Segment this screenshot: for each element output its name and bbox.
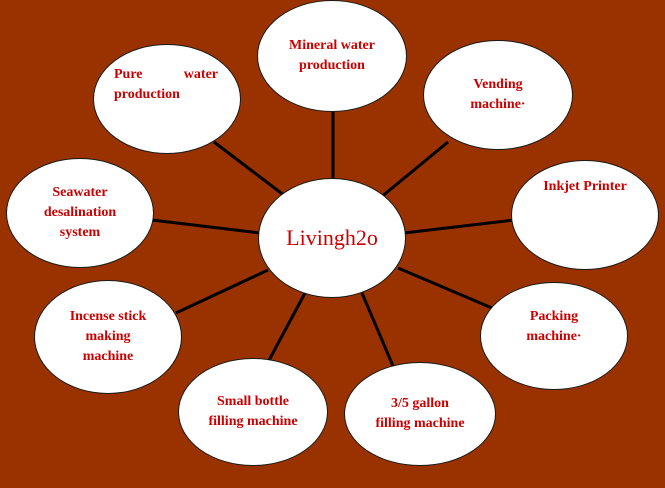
node-mineral-water-label: Mineral water production	[289, 38, 375, 73]
node-mineral-water: Mineral water production	[257, 0, 407, 112]
connector-gallon	[360, 292, 395, 367]
node-vending-machine: Vending machine·	[423, 40, 573, 150]
connector-small-bottle	[264, 292, 307, 367]
node-incense-stick-machine-label: Incense stick making machine	[69, 309, 147, 364]
connector-vending	[379, 140, 449, 200]
node-pure-water-label: Pure water production	[114, 65, 218, 105]
center-node-label: Livingh2o	[286, 225, 378, 250]
node-small-bottle-filling-machine: Small bottle filling machine	[178, 358, 328, 466]
node-inkjet-printer: Inkjet Printer	[511, 160, 659, 270]
node-pure-water-label-word2: water	[183, 67, 218, 82]
node-pure-water-label-line2: production	[114, 87, 180, 102]
connector-inkjet	[403, 218, 515, 235]
node-pure-water-label-word1: Pure	[114, 67, 143, 82]
node-incense-stick-machine: Incense stick making machine	[34, 280, 182, 394]
node-inkjet-printer-label: Inkjet Printer	[543, 179, 627, 194]
connector-incense	[175, 268, 269, 315]
connector-packing	[397, 266, 493, 310]
node-gallon-filling-machine-label: 3/5 gallon filling machine	[375, 396, 465, 431]
connector-pure	[213, 140, 286, 198]
node-small-bottle-filling-machine-label: Small bottle filling machine	[208, 394, 298, 429]
node-gallon-filling-machine: 3/5 gallon filling machine	[344, 362, 496, 466]
node-packing-machine-label: Packing machine·	[526, 309, 582, 344]
node-pure-water: Pure water production	[93, 44, 241, 154]
node-seawater-desalination-label: Seawater desalination system	[43, 185, 117, 240]
node-packing-machine: Packing machine·	[480, 282, 628, 390]
connector-seawater	[151, 218, 261, 235]
node-vending-machine-label: Vending machine·	[470, 77, 526, 112]
center-node: Livingh2o	[258, 178, 406, 298]
node-seawater-desalination: Seawater desalination system	[6, 158, 154, 268]
